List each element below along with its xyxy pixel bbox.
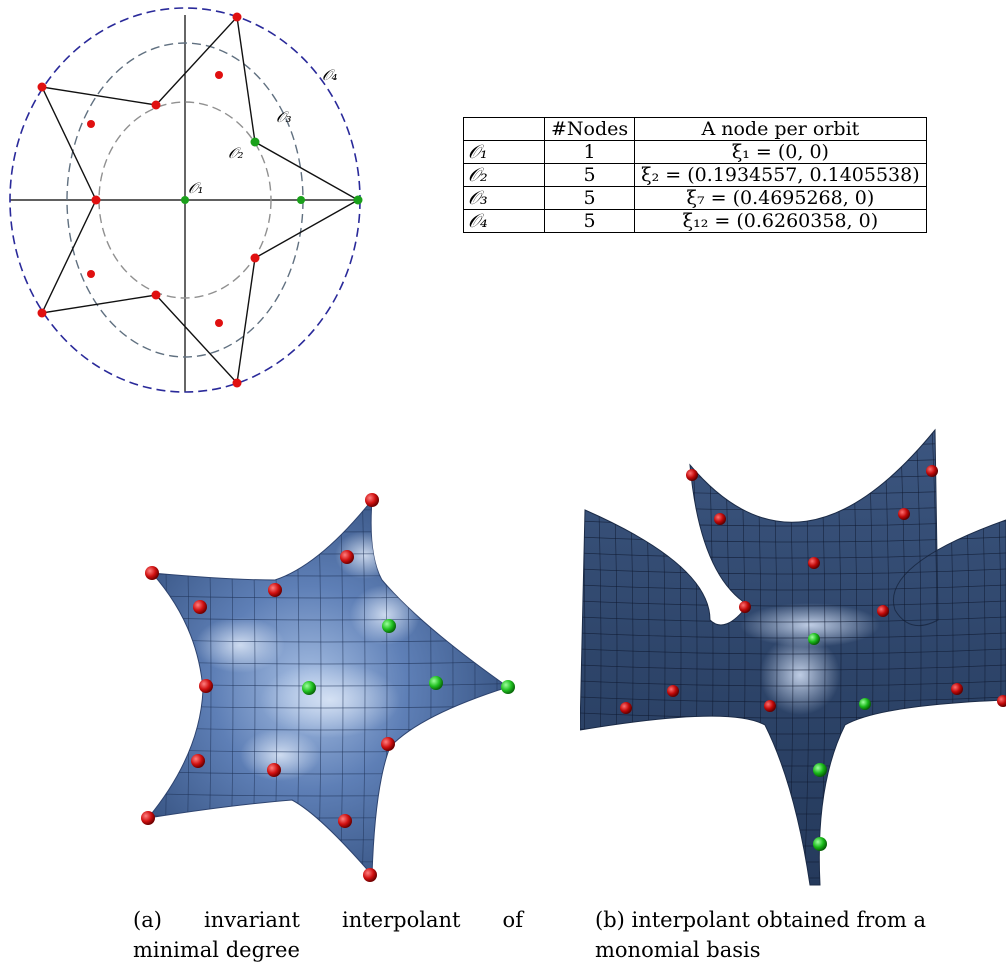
node-cell: ξ₁ = (0, 0) [634,140,927,164]
red-node [215,319,223,327]
red-node [193,600,207,614]
green-node [297,196,305,204]
green-node [382,619,396,633]
red-node [151,100,161,110]
nodes-cell: 1 [543,140,636,164]
green-node [181,196,189,204]
red-node [686,469,698,481]
red-node [215,71,223,79]
caption-word: interpolant [342,908,461,932]
orbit-2-label: 𝒪₂ [228,144,243,162]
green-node [813,763,827,777]
red-node [267,763,281,777]
red-node [340,550,354,564]
red-node [926,465,938,477]
red-node [37,82,47,92]
red-node [199,679,213,693]
orbit-4-label: 𝒪₄ [322,66,337,84]
red-node [141,811,155,825]
red-node [714,513,726,525]
red-node [877,605,889,617]
red-node [37,308,47,318]
table-row: 𝒪₃ 5 ξ₇ = (0.4695268, 0) [463,186,927,210]
caption-b-line1: (b) interpolant obtained from a [595,908,927,932]
green-nodes [302,619,515,695]
orbit-table: #Nodes A node per orbit 𝒪₁ 1 ξ₁ = (0, 0)… [463,117,927,233]
orbit-cell: 𝒪₄ [463,209,545,233]
table-row: 𝒪₂ 5 ξ₂ = (0.1934557, 0.1405538) [463,163,927,187]
orbit-diagram: 𝒪₁ 𝒪₂ 𝒪₃ 𝒪₄ [9,7,363,393]
red-node [951,683,963,695]
caption-word: invariant [204,908,300,932]
table-header-cell: A node per orbit [634,117,927,141]
red-node [764,700,776,712]
table-header-cell [463,117,545,141]
orbit-cell: 𝒪₁ [463,140,545,164]
red-node [191,754,205,768]
green-node [859,698,871,710]
red-node [898,508,910,520]
green-node [250,137,260,147]
node-cell: ξ₂ = (0.1934557, 0.1405538) [634,163,927,187]
star-surface-figure [141,493,515,882]
red-node [808,557,820,569]
caption-b-line2: monomial basis [595,938,761,962]
node-cell: ξ₇ = (0.4695268, 0) [634,186,927,210]
orbit-3-label: 𝒪₃ [276,108,291,126]
surface-highlights [740,603,880,715]
red-node [620,702,632,714]
red-node [268,583,282,597]
red-node [338,814,352,828]
red-node [363,868,377,882]
table-row: 𝒪₄ 5 ξ₁₂ = (0.6260358, 0) [463,209,927,233]
green-node [501,680,515,694]
red-node [151,290,161,300]
nodes-cell: 5 [543,163,636,187]
green-nodes [808,633,871,851]
nodes-cell: 5 [543,209,636,233]
red-node [87,270,95,278]
red-nodes [141,493,395,882]
orbit-cell: 𝒪₃ [463,186,545,210]
caption-a-line2: minimal degree [133,938,300,962]
red-node [91,195,101,205]
red-node [739,601,751,613]
green-node [353,195,363,205]
red-node [232,12,242,22]
table-header-row: #Nodes A node per orbit [463,117,927,141]
red-node [381,737,395,751]
caption-a: (a) invariant interpolant of minimal deg… [133,905,523,965]
table-header-cell: #Nodes [543,117,636,141]
red-nodes [37,12,260,388]
green-node [302,681,316,695]
red-node [997,695,1006,707]
red-node [87,120,95,128]
red-node [232,378,242,388]
nodes-cell: 5 [543,186,636,210]
caption-b: (b) interpolant obtained from a monomial… [595,905,1006,965]
red-nodes [620,465,1006,714]
green-nodes [181,137,363,205]
node-cell: ξ₁₂ = (0.6260358, 0) [634,209,927,233]
green-node [429,676,443,690]
red-node [365,493,379,507]
red-node [145,566,159,580]
monomial-surface-figure [580,428,1006,886]
table-row: 𝒪₁ 1 ξ₁ = (0, 0) [463,140,927,164]
orbit-1-label: 𝒪₁ [188,179,203,197]
orbit-cell: 𝒪₂ [463,163,545,187]
caption-a-line1: (a) invariant interpolant of [133,905,523,935]
green-node [808,633,820,645]
caption-word: of [502,908,523,932]
green-node [813,837,827,851]
caption-word: (a) [133,908,162,932]
red-node [250,253,260,263]
red-node [667,685,679,697]
